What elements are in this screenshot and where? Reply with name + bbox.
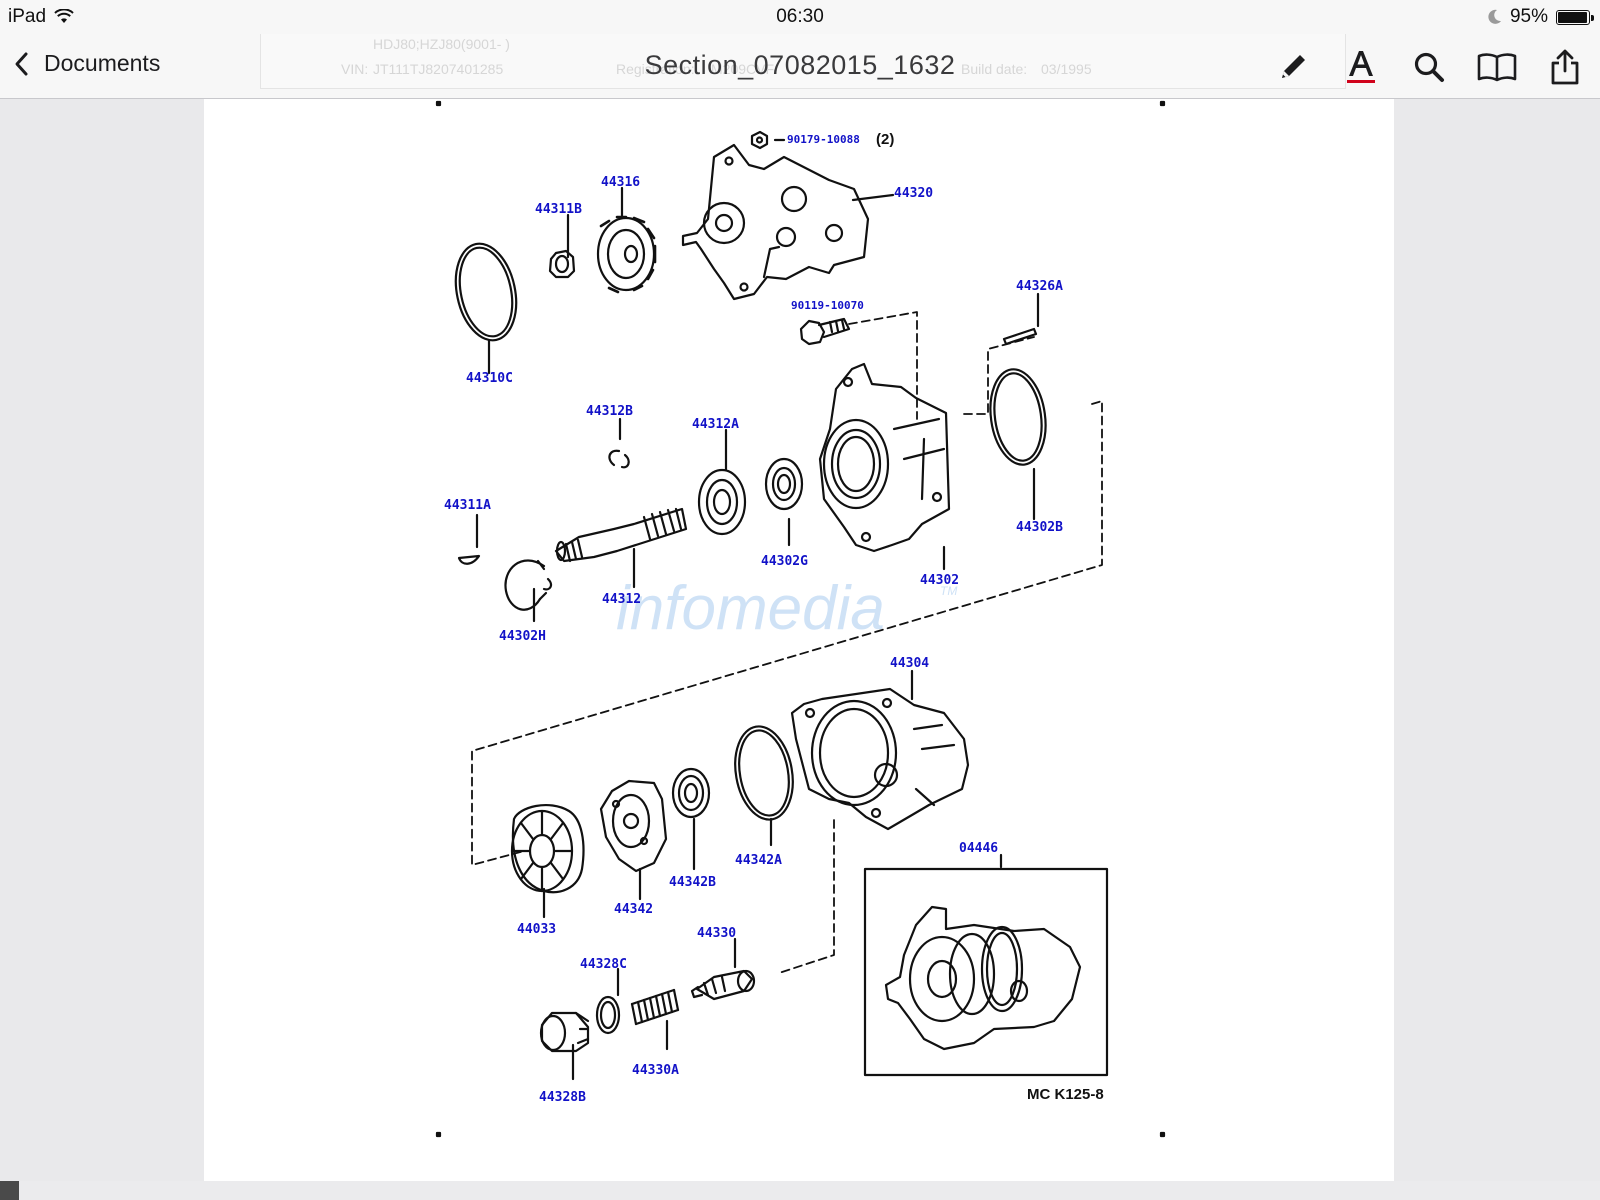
search-icon — [1414, 52, 1444, 82]
part-label-44328b[interactable]: 44328B — [539, 1090, 586, 1105]
toolbar — [1272, 48, 1586, 86]
part-label-44302[interactable]: 44302 — [920, 573, 959, 588]
part-label-44302b[interactable]: 44302B — [1016, 520, 1063, 535]
bookmarks-button[interactable] — [1476, 48, 1518, 86]
part-label-44033[interactable]: 44033 — [517, 922, 556, 937]
ghost-vin: JT111TJ8207401285 — [373, 61, 504, 77]
parts-diagram: infomedia TM 90179-10088 (2) 44320 44316… — [435, 100, 1166, 1138]
scroll-thumb[interactable] — [0, 1181, 19, 1200]
part-label-90179-10088[interactable]: 90179-10088 — [787, 133, 860, 146]
part-label-44302h[interactable]: 44302H — [499, 629, 546, 644]
ghost-registration-label: Registration: — [616, 61, 695, 77]
ghost-build: 03/1995 — [1041, 61, 1092, 77]
battery-icon — [1556, 9, 1594, 25]
part-label-44312b[interactable]: 44312B — [586, 404, 633, 419]
part-label-44330[interactable]: 44330 — [697, 926, 736, 941]
pencil-icon — [1282, 55, 1305, 78]
chevron-left-icon — [15, 52, 28, 75]
part-label-44311a[interactable]: 44311A — [444, 498, 491, 513]
part-label-44330a[interactable]: 44330A — [632, 1063, 679, 1078]
ghost-build-label: Build date: — [961, 61, 1028, 77]
part-label-44342a[interactable]: 44342A — [735, 853, 782, 868]
part-label-44316[interactable]: 44316 — [601, 175, 640, 190]
status-right: 95% — [1488, 6, 1594, 28]
bottom-scroll-bar[interactable] — [0, 1181, 1600, 1200]
status-time: 06:30 — [776, 6, 824, 27]
part-label-44320[interactable]: 44320 — [894, 186, 933, 201]
moon-icon — [1488, 9, 1501, 24]
part-label-44312a[interactable]: 44312A — [692, 417, 739, 432]
part-label-44304[interactable]: 44304 — [890, 656, 929, 671]
faded-document-header: HDJ80;HZJ80(9001- ) VIN: JT111TJ82074012… — [260, 34, 1346, 89]
book-icon — [1477, 53, 1517, 82]
device-name: iPad — [8, 6, 47, 27]
part-label-44328c[interactable]: 44328C — [580, 957, 627, 972]
share-button[interactable] — [1544, 48, 1586, 86]
text-format-icon — [1347, 51, 1375, 83]
watermark: infomedia — [616, 574, 885, 643]
battery-percent: 95% — [1509, 6, 1548, 27]
back-button[interactable]: Documents — [14, 50, 160, 77]
part-label-04446[interactable]: 04446 — [959, 841, 998, 856]
document-page[interactable]: infomedia TM 90179-10088 (2) 44320 44316… — [204, 99, 1394, 1181]
part-label-44312[interactable]: 44312 — [602, 592, 641, 607]
search-button[interactable] — [1408, 48, 1450, 86]
share-icon — [1551, 49, 1579, 85]
annotate-button[interactable] — [1272, 48, 1314, 86]
part-label-44342[interactable]: 44342 — [614, 902, 653, 917]
part-label-44311b[interactable]: 44311B — [535, 202, 582, 217]
part-label-44342b[interactable]: 44342B — [669, 875, 716, 890]
ghost-model: HDJ80;HZJ80(9001- ) — [373, 36, 510, 52]
status-bar: iPad 06:30 95% — [0, 0, 1600, 34]
quantity-label: (2) — [876, 131, 894, 148]
watermark-tm: TM — [940, 584, 957, 598]
wifi-icon — [54, 9, 74, 23]
navigation-bar: HDJ80;HZJ80(9001- ) VIN: JT111TJ82074012… — [0, 34, 1600, 99]
part-label-44310c[interactable]: 44310C — [466, 371, 513, 386]
ghost-registration: M209CVF — [711, 61, 775, 77]
ghost-vin-label: VIN: — [341, 61, 369, 77]
status-left: iPad — [8, 6, 74, 28]
text-format-button[interactable] — [1340, 48, 1382, 86]
part-label-44302g[interactable]: 44302G — [761, 554, 808, 569]
figure-code: MC K125-8 — [1027, 1086, 1104, 1103]
part-label-44326a[interactable]: 44326A — [1016, 279, 1063, 294]
part-label-90119-10070[interactable]: 90119-10070 — [791, 299, 864, 312]
back-label: Documents — [44, 50, 161, 76]
